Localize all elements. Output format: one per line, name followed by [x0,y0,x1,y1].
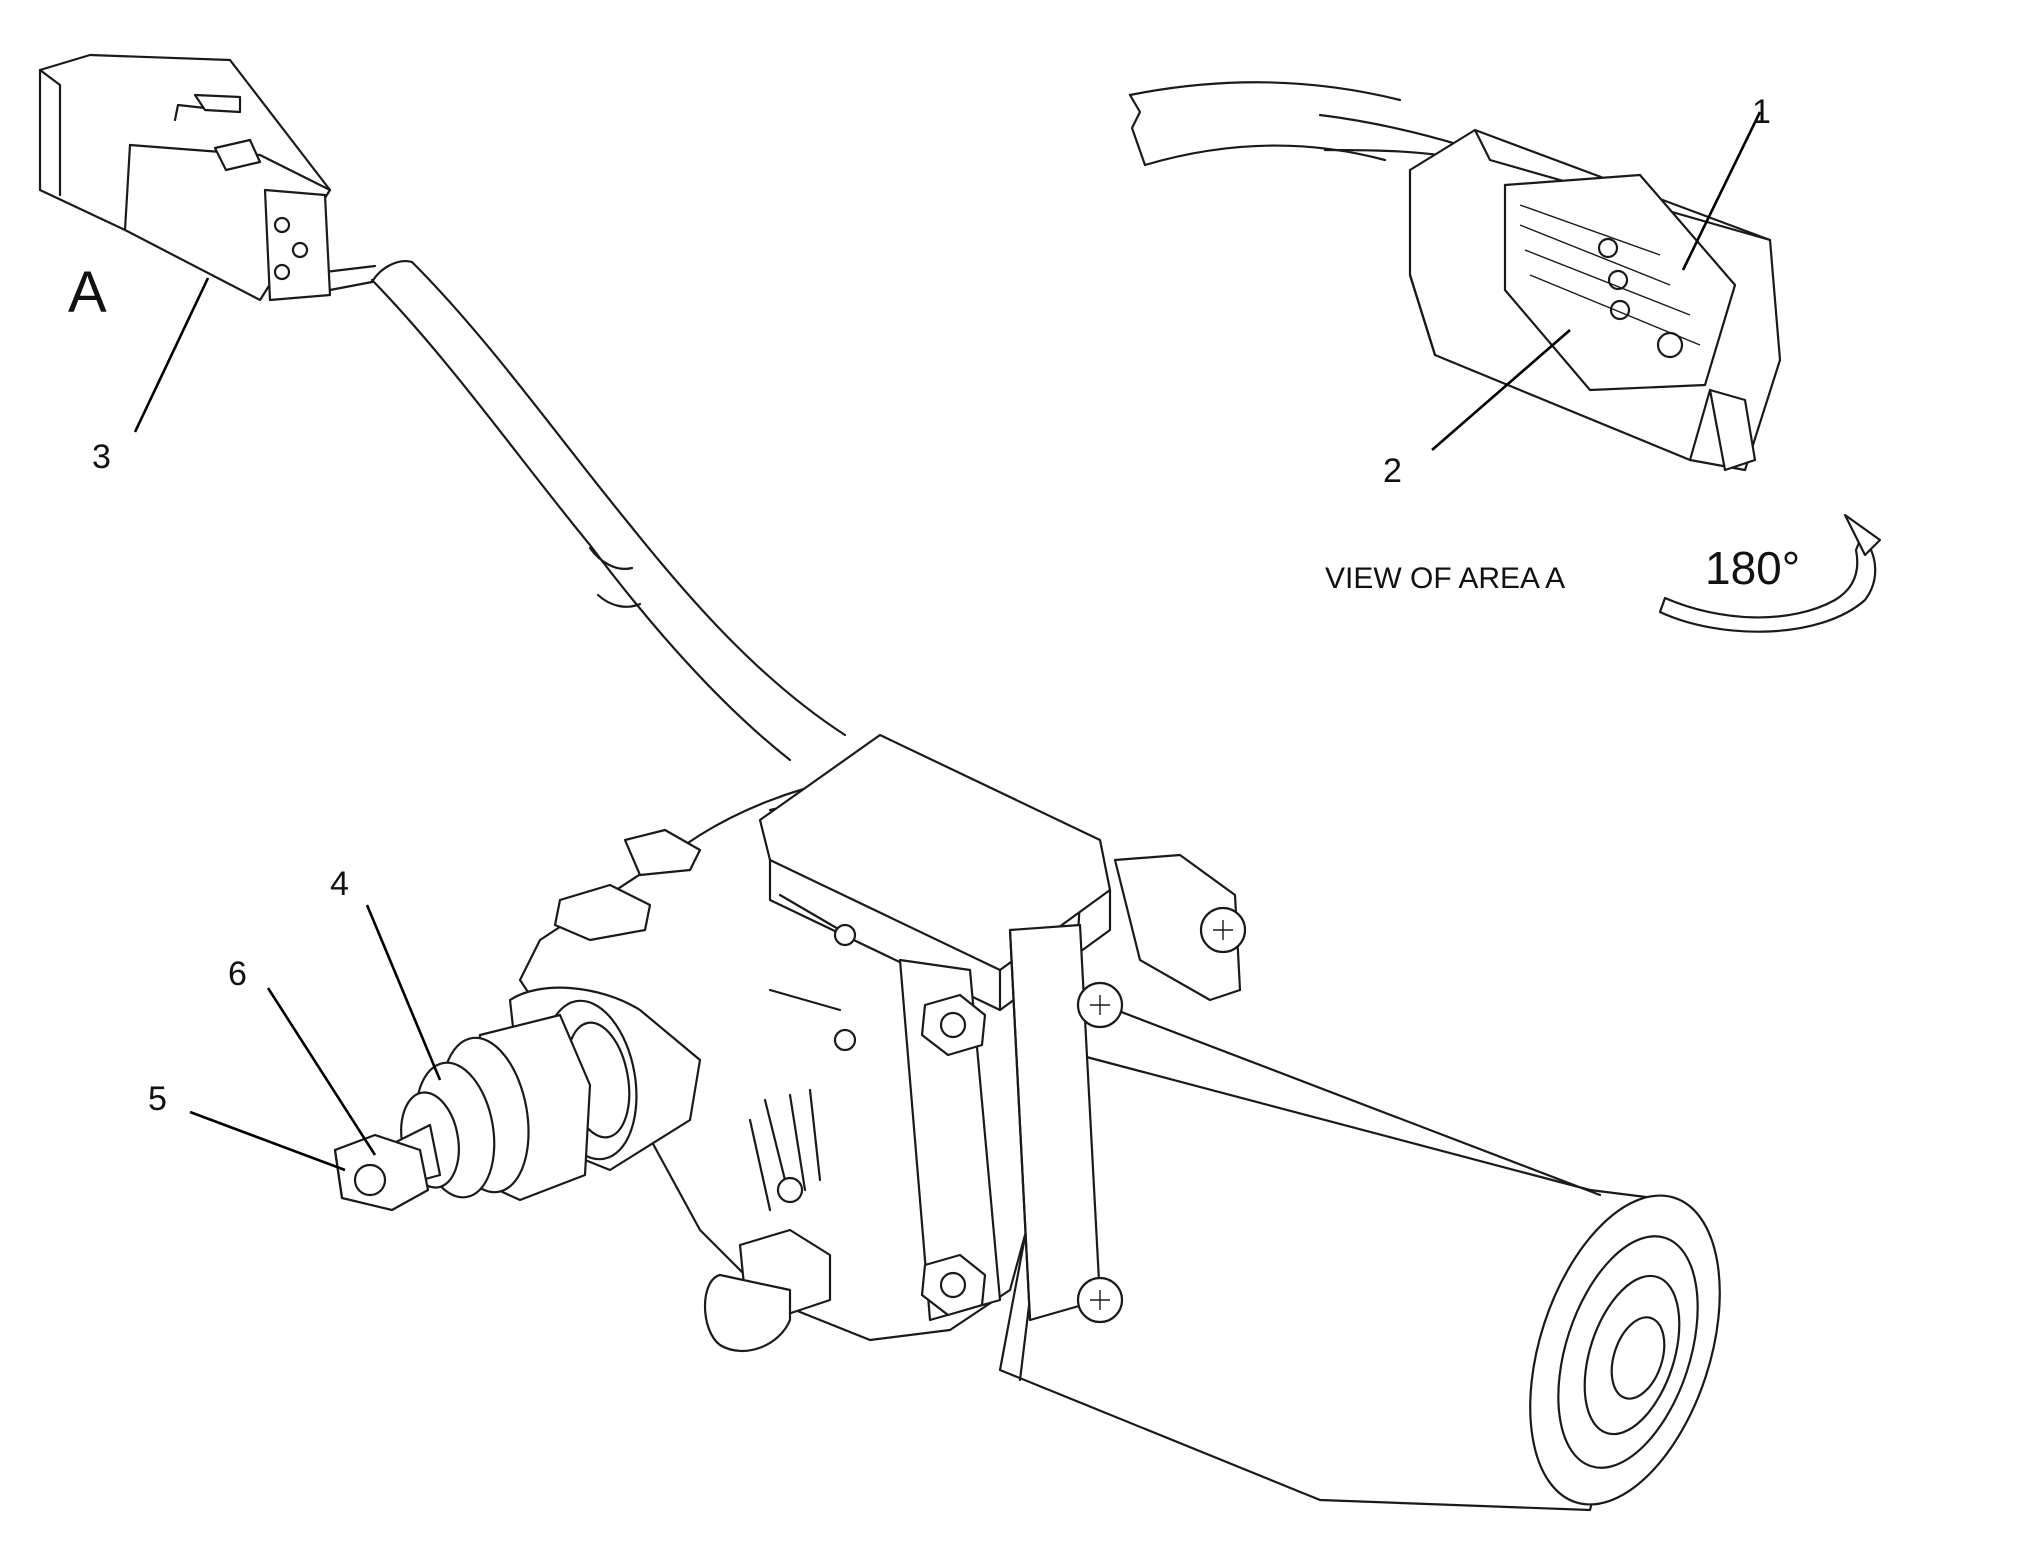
callout-5: 5 [148,1080,167,1118]
callout-3: 3 [92,438,111,476]
rotation-arrow [1658,513,1882,633]
connector-detail-view [1128,81,1782,472]
leader-lines [133,111,1762,1172]
gear-housing [518,733,1112,1342]
callout-6: 6 [228,955,247,993]
rotation-degrees-label: 180° [1705,542,1800,594]
area-a-label: A [68,260,107,325]
hex-bolts [920,981,1124,1324]
mounting-ears [553,828,1247,1002]
wire-harness-cable [323,260,847,762]
connector-plug-left [38,53,332,302]
callout-4: 4 [330,865,349,903]
cooling-fins [748,893,857,1212]
callout-1: 1 [1752,93,1771,131]
callout-2: 2 [1383,452,1402,490]
view-of-area-label: VIEW OF AREA A [1325,562,1565,595]
cap-nut [703,1228,832,1353]
motor-housing [998,998,1721,1512]
output-shaft [333,986,702,1212]
